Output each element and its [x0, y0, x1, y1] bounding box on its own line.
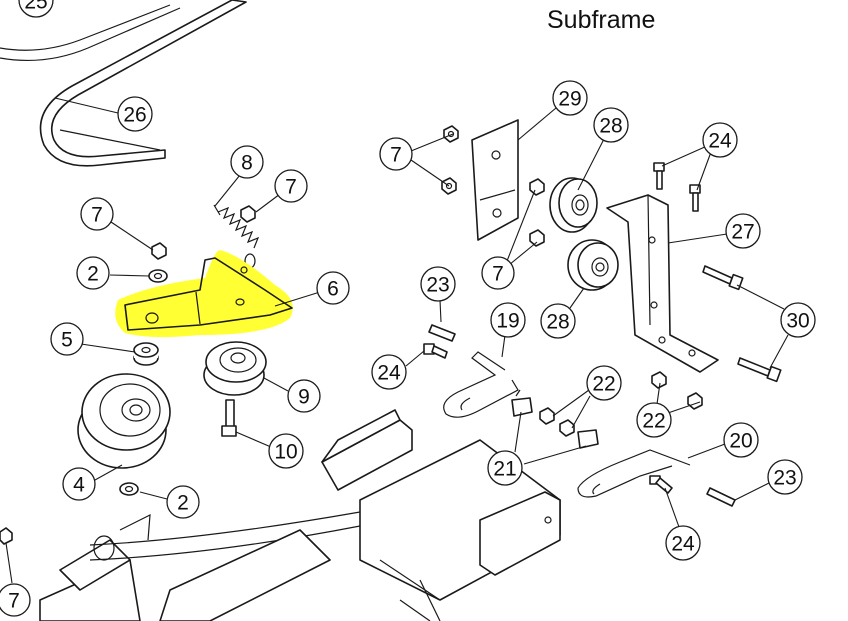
bolt-24-mid	[423, 343, 448, 359]
svg-text:10: 10	[274, 441, 297, 464]
svg-text:29: 29	[558, 88, 581, 111]
callout-20: 20	[723, 422, 759, 458]
bolt-10	[221, 399, 237, 437]
svg-text:26: 26	[123, 104, 146, 127]
svg-text:22: 22	[642, 410, 665, 433]
leader-lines	[5, 97, 789, 584]
nut-22-a	[539, 407, 555, 425]
svg-text:8: 8	[241, 152, 253, 175]
pulley-28-lower	[567, 239, 619, 291]
pin-23-lower	[706, 487, 736, 507]
callout-9: 9	[287, 379, 321, 413]
callout-22-right: 22	[636, 402, 672, 438]
svg-text:7: 7	[91, 204, 103, 227]
nut-7-left	[151, 242, 167, 260]
bracket-27	[606, 194, 719, 373]
svg-text:20: 20	[729, 430, 752, 453]
washer-2-upper	[148, 269, 168, 283]
clip-21-b	[577, 429, 599, 449]
callout-7-mid: 7	[481, 256, 515, 290]
callout-27: 27	[725, 213, 761, 249]
svg-text:7: 7	[492, 263, 504, 286]
callout-5: 5	[50, 322, 84, 356]
bolt-30-b	[737, 357, 782, 383]
nut-7-mid-b	[529, 229, 545, 247]
callout-4: 4	[62, 467, 96, 501]
callout-29: 29	[552, 80, 588, 116]
diagram-title: Subframe	[547, 6, 655, 34]
plate-29	[471, 119, 519, 241]
svg-text:28: 28	[546, 311, 569, 334]
idler-arm-6-highlighted	[115, 250, 293, 338]
hairpin-clip-19	[443, 351, 519, 418]
svg-text:23: 23	[426, 274, 449, 297]
callout-10: 10	[268, 433, 304, 469]
callout-7-corner: 7	[0, 583, 31, 617]
svg-text:5: 5	[61, 329, 73, 352]
svg-text:2: 2	[87, 263, 99, 286]
bolt-30-a	[702, 265, 744, 291]
callout-28-lower: 28	[540, 303, 576, 339]
svg-text:9: 9	[298, 386, 310, 409]
callout-7-left: 7	[80, 197, 114, 231]
callout-23-lower: 23	[767, 459, 803, 495]
bolt-24-a	[653, 162, 665, 190]
pin-23-upper	[428, 324, 456, 342]
bolt-24-lower	[649, 475, 673, 494]
svg-text:7: 7	[390, 144, 402, 167]
callout-24-upper: 24	[702, 122, 738, 158]
svg-text:30: 30	[786, 310, 809, 333]
callout-2-upper: 2	[76, 256, 110, 290]
clip-21-a	[511, 389, 533, 417]
callout-21: 21	[487, 450, 523, 486]
callout-26: 26	[117, 96, 153, 132]
callout-6: 6	[316, 271, 350, 305]
spacer-5	[133, 342, 159, 366]
belt-26	[39, 0, 247, 167]
svg-text:24: 24	[377, 362, 401, 385]
callout-19: 19	[490, 302, 526, 338]
callout-7-spring: 7	[274, 169, 308, 203]
svg-text:4: 4	[73, 474, 85, 497]
callout-25: 25	[18, 0, 54, 18]
nut-7-spring	[240, 205, 256, 223]
nut-7-top-a	[443, 125, 459, 143]
svg-text:28: 28	[599, 115, 622, 138]
svg-text:27: 27	[731, 221, 754, 244]
svg-text:19: 19	[496, 310, 519, 333]
nut-22-b	[559, 419, 575, 437]
svg-text:7: 7	[8, 590, 20, 613]
svg-text:21: 21	[493, 458, 516, 481]
callout-23-upper: 23	[420, 266, 456, 302]
svg-text:22: 22	[592, 373, 615, 396]
idler-pulley-9	[203, 341, 267, 396]
callout-24-mid: 24	[371, 354, 407, 390]
belt-25	[0, 4, 181, 62]
callout-28-upper: 28	[593, 107, 629, 143]
svg-text:24: 24	[708, 130, 732, 153]
nut-7-corner	[0, 527, 13, 545]
callout-24-lower: 24	[665, 525, 701, 561]
washer-2-lower	[119, 482, 139, 496]
callout-7-top: 7	[379, 137, 413, 171]
svg-text:6: 6	[327, 278, 339, 301]
pulley-28-upper	[549, 177, 598, 233]
bolt-24-b	[689, 184, 701, 212]
nut-7-mid-a	[529, 178, 545, 196]
svg-text:2: 2	[177, 492, 189, 515]
nut-22-d	[687, 392, 703, 410]
svg-text:7: 7	[285, 176, 297, 199]
nut-22-c	[651, 371, 667, 389]
callout-30: 30	[780, 302, 816, 338]
callout-22-upper: 22	[586, 365, 622, 401]
callout-2-lower: 2	[166, 485, 200, 519]
drive-pulley-4	[77, 373, 171, 469]
svg-text:25: 25	[24, 0, 47, 14]
svg-text:24: 24	[671, 533, 695, 556]
callout-8: 8	[230, 145, 264, 179]
hairpin-clip-20	[577, 449, 691, 498]
svg-text:23: 23	[773, 467, 796, 490]
